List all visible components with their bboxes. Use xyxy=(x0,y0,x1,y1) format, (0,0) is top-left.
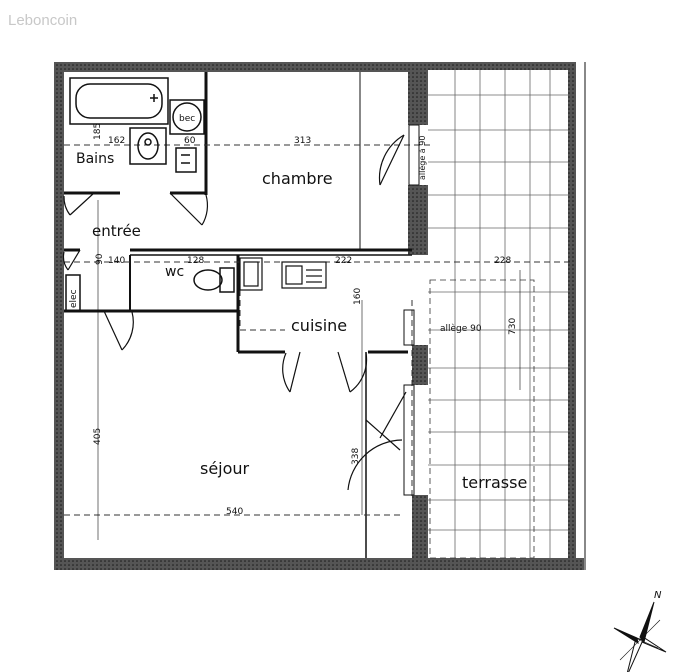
water-heater: bec xyxy=(169,99,205,135)
dimension-lines xyxy=(97,200,521,540)
dim-140: 140 xyxy=(108,256,125,266)
dim-338: 338 xyxy=(351,448,361,465)
washer-symbol xyxy=(175,147,197,173)
dim-405: 405 xyxy=(93,428,103,445)
dim-90: 90 xyxy=(95,253,105,265)
svg-text:bec: bec xyxy=(179,114,195,124)
room-label-sejour: séjour xyxy=(200,459,250,478)
room-label-bains: Bains xyxy=(76,151,114,167)
svg-text:elec: elec xyxy=(69,289,79,308)
note-allege-chambre: allège à 90 xyxy=(417,136,427,180)
dim-60: 60 xyxy=(184,136,196,146)
room-label-chambre: chambre xyxy=(262,169,333,188)
toilet xyxy=(193,267,235,293)
facade-windows xyxy=(403,124,420,496)
room-labels: Bains chambre entrée wc cuisine séjour t… xyxy=(76,151,527,492)
kitchen-counter xyxy=(239,257,327,291)
room-label-terrasse: terrasse xyxy=(462,473,527,492)
dim-128: 128 xyxy=(187,256,204,266)
interior-walls xyxy=(64,72,412,558)
dim-162: 162 xyxy=(108,136,125,146)
watermark: Leboncoin xyxy=(8,12,77,29)
room-label-entree: entrée xyxy=(92,222,141,240)
dim-313: 313 xyxy=(294,136,311,146)
dimension-labels: 185 162 60 313 140 128 222 228 160 730 4… xyxy=(93,123,518,517)
room-label-wc: wc xyxy=(165,264,184,280)
compass-rose: N xyxy=(613,590,667,672)
dim-540: 540 xyxy=(226,507,243,517)
exterior-walls xyxy=(54,62,584,570)
dim-185: 185 xyxy=(93,123,103,140)
room-label-cuisine: cuisine xyxy=(291,316,347,335)
note-allege-cuisine: allège 90 xyxy=(440,323,482,334)
washbasin xyxy=(129,127,167,165)
doors xyxy=(62,134,407,491)
bathtub xyxy=(69,77,169,125)
compass-north-label: N xyxy=(654,590,662,601)
electrical-panel: elec xyxy=(65,274,81,312)
dim-160: 160 xyxy=(353,288,363,305)
dim-222: 222 xyxy=(335,256,352,266)
terrasse-grid xyxy=(428,70,568,559)
dim-228: 228 xyxy=(494,256,511,266)
dim-730: 730 xyxy=(508,318,518,335)
